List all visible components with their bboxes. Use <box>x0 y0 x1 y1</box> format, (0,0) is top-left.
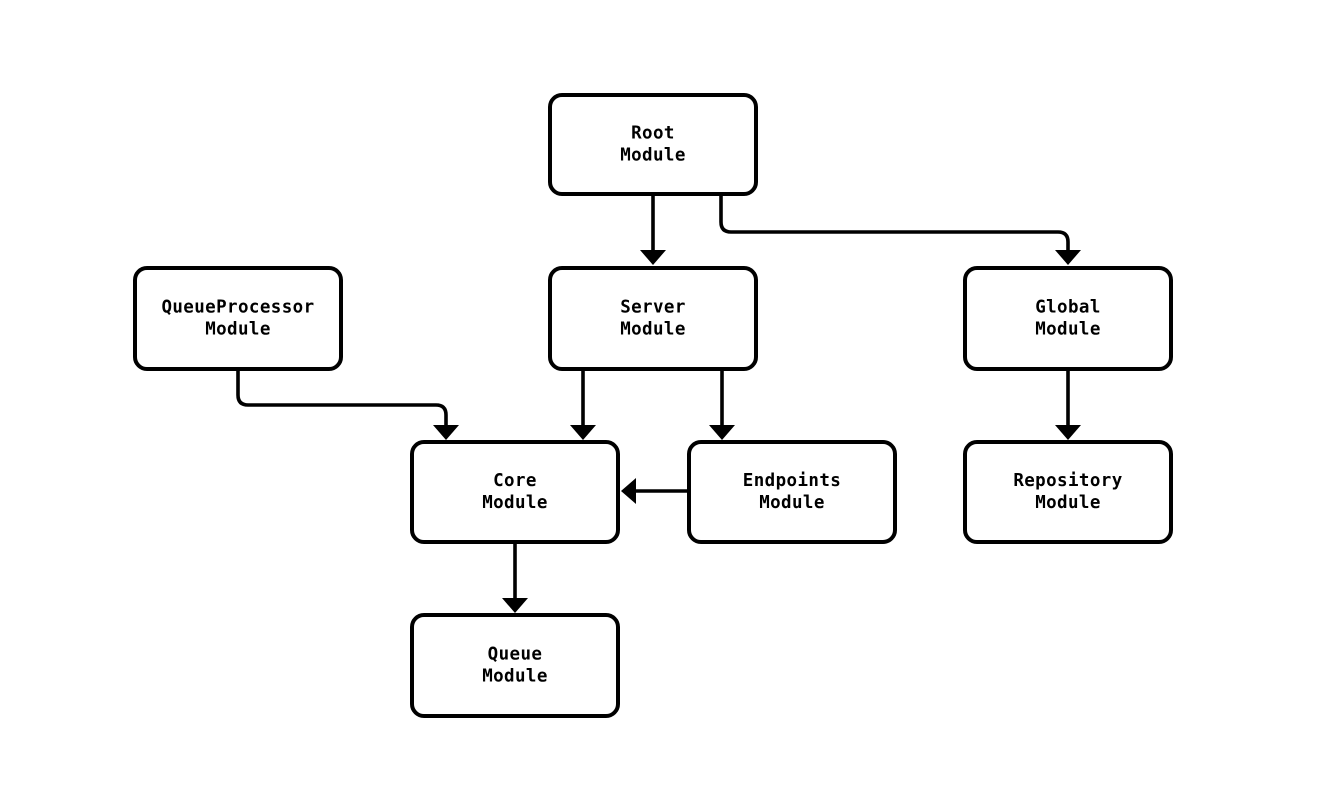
node-box[interactable] <box>963 266 1173 371</box>
edge-core-to-queue <box>502 544 528 613</box>
arrowhead-icon <box>1055 425 1081 440</box>
edge-line <box>236 371 448 427</box>
arrowhead-icon <box>502 598 528 613</box>
node-box[interactable] <box>963 440 1173 544</box>
edge-root-to-global <box>719 196 1081 265</box>
node-box[interactable] <box>410 613 620 718</box>
edge-line <box>719 196 1070 252</box>
arrowhead-icon <box>621 478 636 504</box>
arrowhead-icon <box>709 425 735 440</box>
edge-queueprocessor-to-core <box>236 371 459 440</box>
node-box[interactable] <box>548 93 758 196</box>
edge-endpoints-to-core <box>621 478 687 504</box>
node-box[interactable] <box>548 266 758 371</box>
edge-server-to-core <box>570 371 596 440</box>
edge-server-to-endpoints <box>709 371 735 440</box>
arrowhead-icon <box>433 425 459 440</box>
edge-global-to-repository <box>1055 371 1081 440</box>
node-box[interactable] <box>133 266 343 371</box>
arrowhead-icon <box>640 250 666 265</box>
arrowhead-icon <box>570 425 596 440</box>
node-box[interactable] <box>687 440 897 544</box>
edge-layer <box>236 196 1081 613</box>
arrowhead-icon <box>1055 250 1081 265</box>
edge-root-to-server <box>640 196 666 265</box>
node-box[interactable] <box>410 440 620 544</box>
